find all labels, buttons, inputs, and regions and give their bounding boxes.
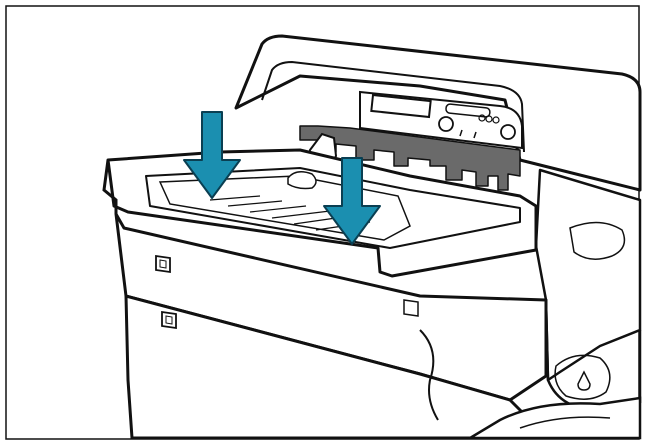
panel-knob-left bbox=[438, 116, 454, 132]
right-side-recess bbox=[569, 221, 626, 260]
tray-3-handle bbox=[161, 310, 177, 330]
tray-rib-3 bbox=[249, 205, 307, 213]
panel-button-2 bbox=[485, 115, 493, 123]
panel-indicator-2 bbox=[473, 131, 477, 139]
panel-knob-right bbox=[500, 124, 516, 140]
ink-drop-icon bbox=[577, 370, 591, 391]
printer-base-shadow bbox=[465, 396, 642, 440]
panel-button-1 bbox=[478, 114, 486, 122]
printer-top-cover bbox=[234, 34, 642, 192]
arrow-down-left-icon bbox=[183, 111, 241, 199]
right-lower-recess bbox=[554, 354, 611, 400]
panel-indicator-1 bbox=[459, 129, 463, 137]
tray-2-handle bbox=[155, 254, 171, 274]
panel-button-strip bbox=[445, 103, 491, 118]
arrow-down-right-icon bbox=[323, 157, 381, 245]
tray-front-curve bbox=[419, 329, 439, 421]
tray-rib-2 bbox=[227, 200, 283, 207]
tray-2-handle-inner bbox=[159, 259, 167, 269]
printer-right-side bbox=[534, 168, 642, 382]
lcd-display bbox=[370, 93, 432, 119]
printer-left-edge bbox=[102, 159, 118, 214]
base-curve bbox=[519, 416, 611, 429]
tray-rib-1 bbox=[209, 195, 261, 201]
tray-rib-4 bbox=[271, 210, 331, 219]
tray-3-handle-inner bbox=[165, 315, 173, 325]
print-mechanism-band bbox=[299, 125, 521, 191]
tray-2-notch bbox=[403, 299, 419, 317]
panel-button-3 bbox=[492, 116, 500, 124]
tray-separator bbox=[125, 294, 421, 376]
tray-bump bbox=[287, 171, 317, 190]
printer-cover-inner bbox=[261, 60, 525, 153]
